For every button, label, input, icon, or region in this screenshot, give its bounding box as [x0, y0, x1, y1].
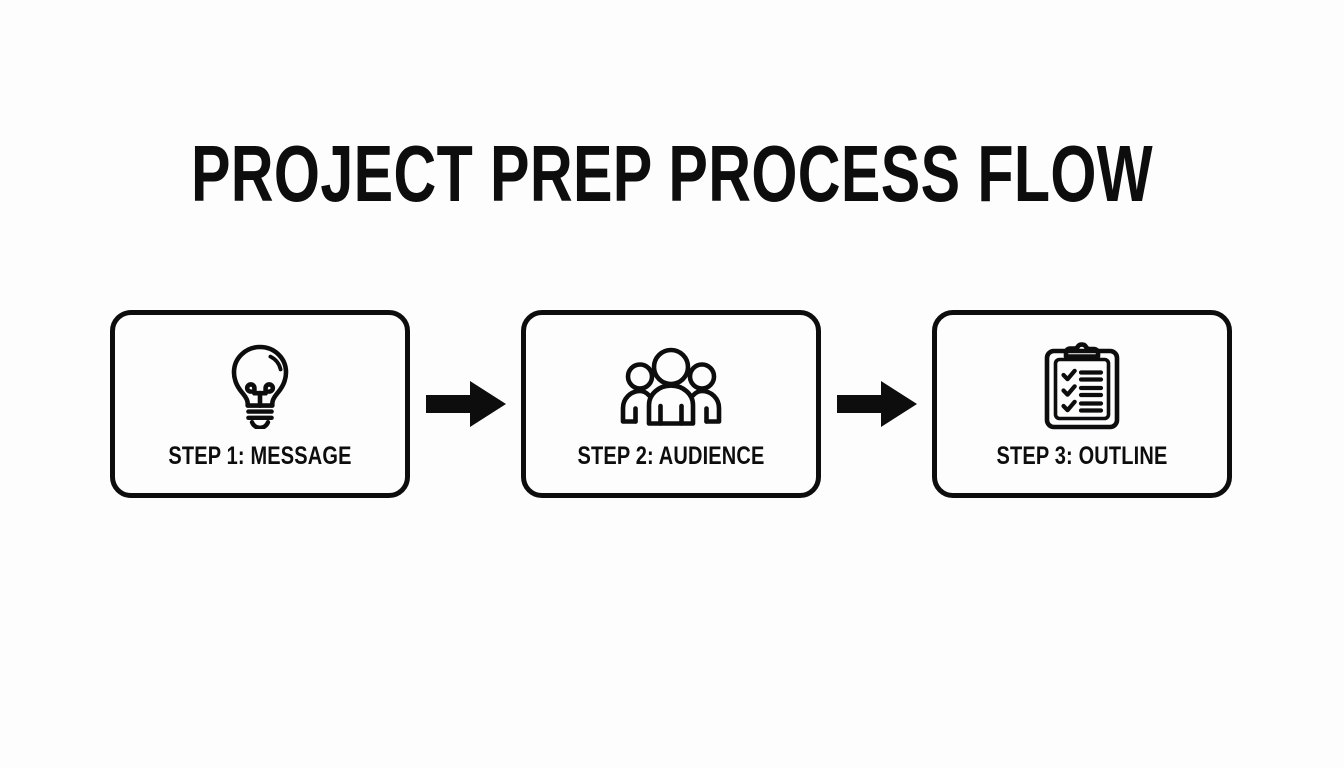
- step-card-2[interactable]: STEP 2: AUDIENCE: [521, 310, 821, 498]
- people-group-icon: [619, 343, 723, 429]
- arrow-right-icon-1: [425, 378, 506, 430]
- step-card-1[interactable]: STEP 1: MESSAGE: [110, 310, 410, 498]
- arrow-right-icon-2: [836, 378, 917, 430]
- step-card-3[interactable]: STEP 3: OUTLINE: [932, 310, 1232, 498]
- lightbulb-icon: [228, 343, 292, 429]
- page-title: PROJECT PREP PROCESS FLOW: [190, 129, 1154, 218]
- process-flow: STEP 1: MESSAGE: [110, 310, 1232, 498]
- clipboard-checklist-icon: [1044, 342, 1120, 430]
- step-label-3: STEP 3: OUTLINE: [996, 442, 1168, 470]
- step-label-1: STEP 1: MESSAGE: [168, 442, 352, 470]
- step-label-2: STEP 2: AUDIENCE: [577, 442, 765, 470]
